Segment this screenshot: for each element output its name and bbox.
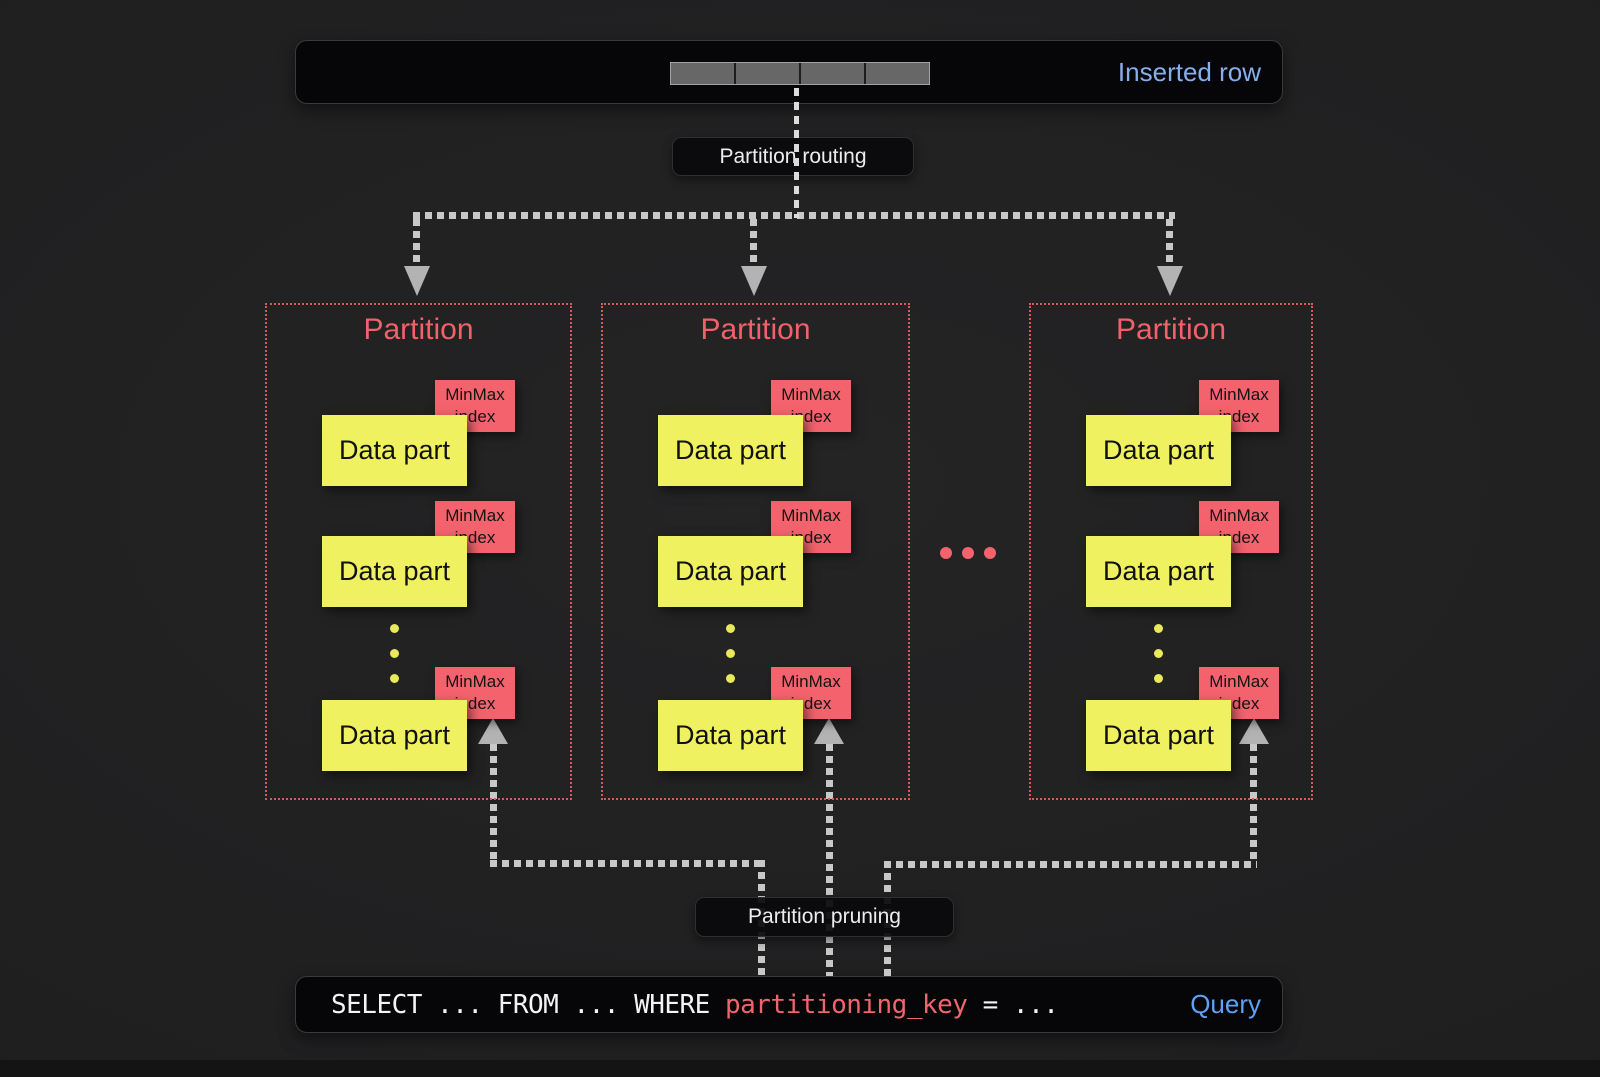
partition-pruning-text: Partition pruning xyxy=(748,905,901,928)
inserted-row-bar: Inserted row xyxy=(295,40,1283,104)
partition-routing-text: Partition routing xyxy=(719,144,867,168)
partition-pruning-label: Partition pruning xyxy=(695,897,954,937)
sql-suffix: = ... xyxy=(967,989,1059,1020)
pruning-line xyxy=(884,861,1257,868)
sql-text: SELECT ... FROM ... WHERE partitioning_k… xyxy=(331,977,1059,1032)
more-parts-dot-icon xyxy=(390,649,399,658)
routing-arrow-down-icon xyxy=(741,266,767,296)
data-part-box: Data part xyxy=(1086,415,1231,486)
data-part-box: Data part xyxy=(322,700,467,771)
more-parts-dot-icon xyxy=(390,674,399,683)
partition-routing-label: Partition routing xyxy=(672,137,914,176)
routing-drop-line xyxy=(1166,219,1173,266)
query-bar: SELECT ... FROM ... WHERE partitioning_k… xyxy=(295,976,1283,1033)
row-segment xyxy=(671,63,736,84)
routing-drop-line xyxy=(750,219,757,266)
pruning-line xyxy=(826,744,833,976)
partition-box-3: Partition MinMax index Data part MinMax … xyxy=(1029,303,1313,800)
partition-box-2: Partition MinMax index Data part MinMax … xyxy=(601,303,910,800)
more-parts-dot-icon xyxy=(1154,649,1163,658)
pruning-line xyxy=(490,744,497,863)
data-part-box: Data part xyxy=(322,536,467,607)
more-parts-dot-icon xyxy=(1154,674,1163,683)
routing-arrow-down-icon xyxy=(1157,266,1183,296)
data-part-box: Data part xyxy=(1086,700,1231,771)
routing-feed-line xyxy=(794,88,799,218)
data-part-box: Data part xyxy=(658,536,803,607)
partition-box-1: Partition MinMax index Data part MinMax … xyxy=(265,303,572,800)
row-segment xyxy=(866,63,929,84)
routing-arrow-down-icon xyxy=(404,266,430,296)
partition-title: Partition xyxy=(700,313,811,346)
routing-drop-line xyxy=(413,219,420,266)
more-parts-dot-icon xyxy=(390,624,399,633)
row-segment xyxy=(736,63,801,84)
pruning-line xyxy=(1250,744,1257,864)
more-partitions-ellipsis-icon xyxy=(984,547,996,559)
data-part-box: Data part xyxy=(322,415,467,486)
pruning-arrow-up-icon xyxy=(1239,718,1269,744)
row-segments-icon xyxy=(670,62,930,85)
more-partitions-ellipsis-icon xyxy=(962,547,974,559)
inserted-row-label: Inserted row xyxy=(1117,56,1261,87)
query-label: Query xyxy=(1190,989,1261,1019)
sql-prefix: SELECT ... FROM ... WHERE xyxy=(331,989,725,1020)
data-part-box: Data part xyxy=(1086,536,1231,607)
more-parts-dot-icon xyxy=(1154,624,1163,633)
pruning-arrow-up-icon xyxy=(814,718,844,744)
data-part-box: Data part xyxy=(658,415,803,486)
row-segment xyxy=(801,63,866,84)
more-parts-dot-icon xyxy=(726,674,735,683)
pruning-arrow-up-icon xyxy=(478,718,508,744)
pruning-line xyxy=(490,860,762,867)
more-parts-dot-icon xyxy=(726,624,735,633)
more-parts-dot-icon xyxy=(726,649,735,658)
partition-title: Partition xyxy=(1115,313,1227,346)
sql-partitioning-key: partitioning_key xyxy=(725,989,968,1020)
bottom-edge-strip xyxy=(0,1060,1600,1077)
more-partitions-ellipsis-icon xyxy=(940,547,952,559)
data-part-box: Data part xyxy=(658,700,803,771)
partition-title: Partition xyxy=(363,313,474,346)
